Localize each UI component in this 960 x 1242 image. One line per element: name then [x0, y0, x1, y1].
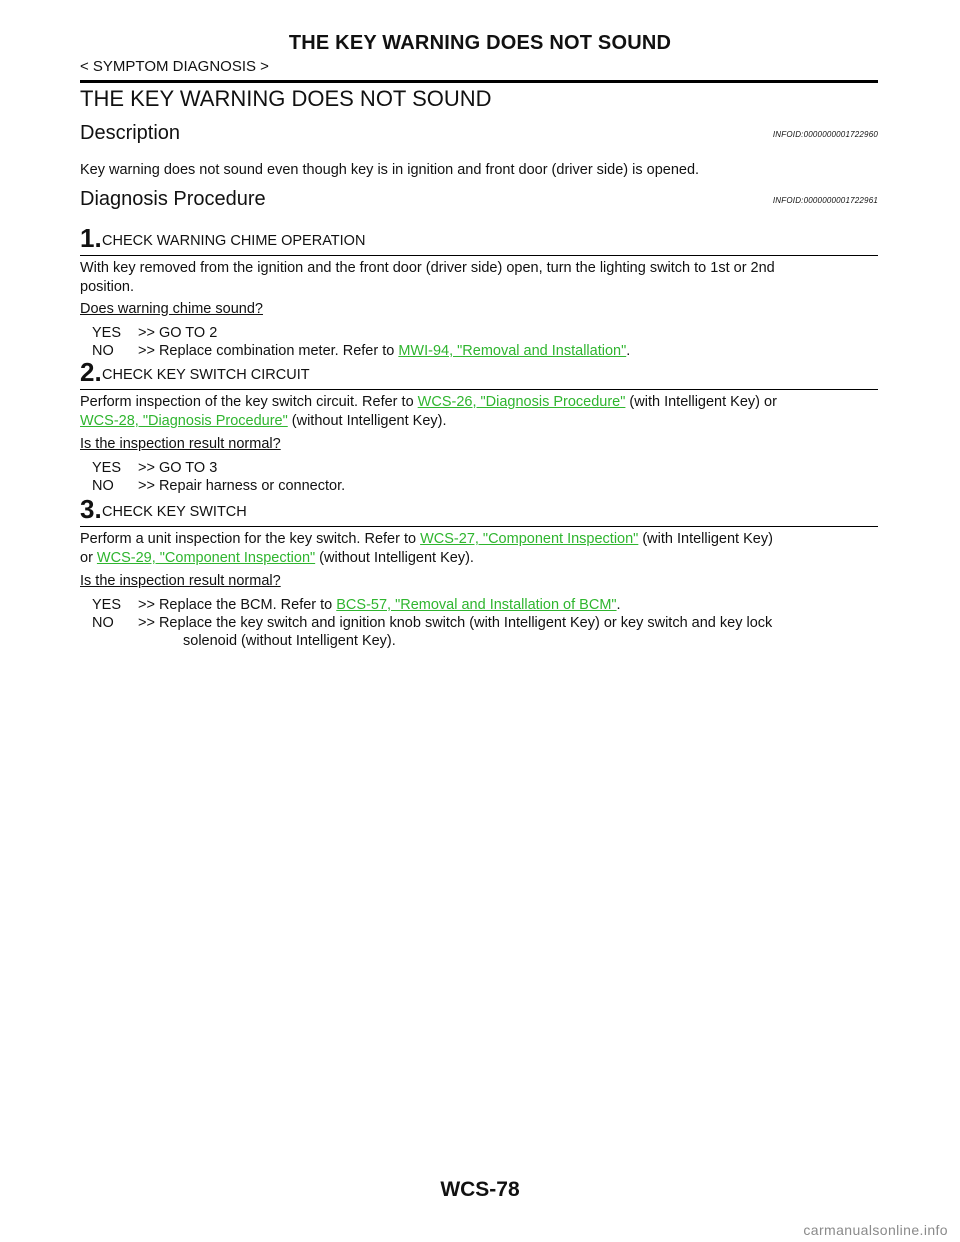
step-2-heading: 2. CHECK KEY SWITCH CIRCUIT — [80, 357, 878, 390]
watermark: carmanualsonline.info — [803, 1222, 948, 1238]
link-wcs-27[interactable]: WCS-27, "Component Inspection" — [420, 531, 639, 547]
step-3-answer-yes: YES>> Replace the BCM. Refer to BCS-57, … — [92, 597, 621, 613]
description-infoid: INFOID:0000000001722960 — [772, 130, 878, 139]
link-wcs-28[interactable]: WCS-28, "Diagnosis Procedure" — [80, 413, 288, 429]
step-3-answer-no: NO>> Replace the key switch and ignition… — [92, 615, 773, 649]
link-mwi-94[interactable]: MWI-94, "Removal and Installation" — [398, 343, 627, 359]
step-1-question: Does warning chime sound? — [80, 301, 263, 317]
link-wcs-29[interactable]: WCS-29, "Component Inspection" — [96, 550, 316, 566]
description-title: Description — [80, 122, 181, 144]
step-2-text: Perform inspection of the key switch cir… — [80, 394, 777, 429]
step-3-number: 3. — [80, 494, 102, 524]
step-1-number: 1. — [80, 223, 102, 253]
description-text: Key warning does not sound even though k… — [80, 162, 700, 178]
procedure-title: Diagnosis Procedure — [80, 188, 266, 210]
link-bcs-57[interactable]: BCS-57, "Removal and Installation of BCM… — [336, 597, 617, 613]
step-2-question: Is the inspection result normal? — [80, 436, 281, 452]
header-divider — [80, 80, 878, 83]
step-2-answer-no: NO>> Repair harness or connector. — [92, 478, 346, 494]
breadcrumb: < SYMPTOM DIAGNOSIS > — [80, 58, 269, 75]
step-1-heading: 1. CHECK WARNING CHIME OPERATION — [80, 223, 878, 256]
step-3-heading: 3. CHECK KEY SWITCH — [80, 494, 878, 527]
step-3-text: Perform a unit inspection for the key sw… — [80, 531, 773, 566]
page-title: THE KEY WARNING DOES NOT SOUND — [80, 86, 492, 111]
step-1-text: With key removed from the ignition and t… — [80, 260, 775, 295]
step-1-answer-no: NO>> Replace combination meter. Refer to… — [92, 343, 631, 359]
step-3-question: Is the inspection result normal? — [80, 573, 281, 589]
procedure-infoid: INFOID:0000000001722961 — [772, 196, 878, 205]
step-2-answer-yes: YES>> GO TO 3 — [92, 460, 218, 476]
description-heading: Description INFOID:0000000001722960 — [80, 122, 878, 148]
step-1-title: CHECK WARNING CHIME OPERATION — [102, 233, 366, 249]
page-number: WCS-78 — [440, 1178, 520, 1201]
header-title: THE KEY WARNING DOES NOT SOUND — [288, 32, 672, 54]
step-3-title: CHECK KEY SWITCH — [102, 504, 247, 520]
step-1-answer-yes: YES>> GO TO 2 — [92, 325, 218, 341]
procedure-heading: Diagnosis Procedure INFOID:0000000001722… — [80, 188, 878, 214]
step-2-number: 2. — [80, 357, 102, 387]
link-wcs-26[interactable]: WCS-26, "Diagnosis Procedure" — [417, 394, 626, 410]
step-2-title: CHECK KEY SWITCH CIRCUIT — [102, 367, 310, 383]
